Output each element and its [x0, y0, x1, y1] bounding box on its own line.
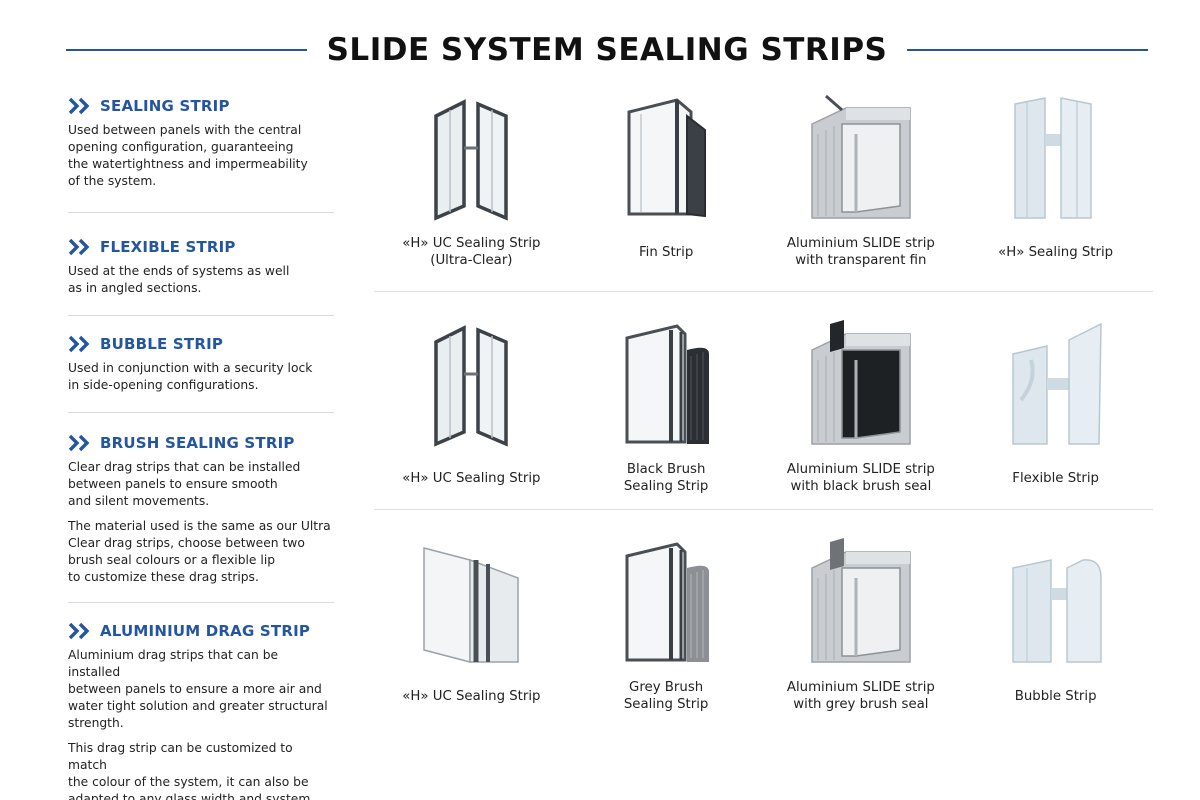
product-brush-grey-image — [625, 542, 710, 662]
section-description: The material used is the same as our Ult… — [68, 519, 331, 584]
product-caption: «H» UC Sealing Strip — [402, 470, 541, 486]
double-chevron-right-icon — [68, 335, 90, 353]
product-brush-black-image — [625, 324, 710, 444]
product-alu-black-image — [811, 320, 911, 445]
product-card: Grey Brush Sealing Strip — [569, 532, 764, 740]
strip-section: FLEXIBLE STRIP Used at the ends of system… — [68, 213, 334, 316]
section-description: Used between panels with the central ope… — [68, 123, 308, 188]
product-caption: Aluminium SLIDE strip with black brush s… — [786, 462, 935, 494]
product-card: «H» Sealing Strip — [958, 88, 1153, 291]
double-chevron-right-icon — [68, 238, 90, 256]
product-card: Bubble Strip — [958, 532, 1153, 740]
section-heading: ALUMINIUM DRAG STRIP — [68, 619, 334, 643]
product-caption: Fin Strip — [638, 244, 694, 260]
double-chevron-right-icon — [68, 97, 90, 115]
section-description: Used in conjunction with a security lock… — [68, 361, 313, 392]
product-h-clear2-image — [434, 325, 509, 447]
section-title: BRUSH SEALING STRIP — [100, 434, 295, 452]
strip-descriptions: SEALING STRIP Used between panels with th… — [68, 94, 334, 800]
product-row: «H» UC Sealing Strip (Ultra-Clear) Fin St… — [374, 88, 1153, 292]
product-h-clear-image — [434, 99, 509, 221]
product-caption: Flexible Strip — [1012, 470, 1099, 486]
double-chevron-right-icon — [68, 622, 90, 640]
product-caption: Aluminium SLIDE strip with transparent f… — [786, 236, 935, 268]
product-h-white-image — [1013, 97, 1092, 219]
product-caption: «H» UC Sealing Strip — [402, 688, 541, 704]
section-heading: FLEXIBLE STRIP — [68, 235, 334, 259]
product-card: Aluminium SLIDE strip with black brush s… — [764, 314, 959, 509]
product-card: «H» UC Sealing Strip — [374, 314, 569, 509]
strip-section: ALUMINIUM DRAG STRIP Aluminium drag strip… — [68, 603, 334, 800]
section-description: Clear drag strips that can be installed … — [68, 460, 301, 508]
section-heading: BRUSH SEALING STRIP — [68, 431, 334, 455]
product-card: Fin Strip — [569, 88, 764, 291]
double-chevron-right-icon — [68, 434, 90, 452]
header-rule-right — [907, 49, 1148, 51]
product-caption: «H» UC Sealing Strip (Ultra-Clear) — [402, 236, 541, 268]
product-caption: «H» Sealing Strip — [998, 244, 1114, 260]
product-card: «H» UC Sealing Strip (Ultra-Clear) — [374, 88, 569, 291]
product-h-sheet-image — [423, 547, 520, 663]
product-grid: «H» UC Sealing Strip (Ultra-Clear) Fin St… — [374, 88, 1153, 740]
page-title: SLIDE SYSTEM SEALING STRIPS — [326, 32, 888, 68]
product-caption: Bubble Strip — [1014, 688, 1097, 704]
strip-section: BUBBLE STRIP Used in conjunction with a s… — [68, 316, 334, 413]
page-header: SLIDE SYSTEM SEALING STRIPS — [66, 26, 1148, 74]
product-card: Black Brush Sealing Strip — [569, 314, 764, 509]
product-fin-image — [627, 98, 707, 218]
product-flex-white-image — [1011, 322, 1102, 445]
product-alu-grey-image — [811, 538, 911, 663]
section-title: FLEXIBLE STRIP — [100, 238, 236, 256]
product-row: «H» UC Sealing Strip Grey Brush Sealing S… — [374, 510, 1153, 740]
section-description: Aluminium drag strips that can be instal… — [68, 648, 328, 730]
product-caption: Black Brush Sealing Strip — [623, 462, 709, 494]
strip-section: SEALING STRIP Used between panels with th… — [68, 94, 334, 213]
product-alu-fin-image — [811, 94, 911, 219]
header-rule-left — [66, 49, 307, 51]
product-card: Flexible Strip — [958, 314, 1153, 509]
product-card: Aluminium SLIDE strip with grey brush se… — [764, 532, 959, 740]
product-caption: Grey Brush Sealing Strip — [623, 680, 709, 712]
strip-section: BRUSH SEALING STRIP Clear drag strips tha… — [68, 413, 334, 603]
product-caption: Aluminium SLIDE strip with grey brush se… — [786, 680, 935, 712]
product-card: Aluminium SLIDE strip with transparent f… — [764, 88, 959, 291]
section-heading: SEALING STRIP — [68, 94, 334, 118]
section-heading: BUBBLE STRIP — [68, 332, 334, 356]
product-card: «H» UC Sealing Strip — [374, 532, 569, 740]
product-bubble-white-image — [1011, 559, 1102, 663]
section-title: ALUMINIUM DRAG STRIP — [100, 622, 311, 640]
section-title: BUBBLE STRIP — [100, 335, 224, 353]
section-title: SEALING STRIP — [100, 97, 230, 115]
section-description: Used at the ends of systems as well as i… — [68, 264, 290, 295]
product-row: «H» UC Sealing Strip Black Brush Sealing … — [374, 292, 1153, 510]
section-description: This drag strip can be customized to mat… — [68, 741, 311, 800]
